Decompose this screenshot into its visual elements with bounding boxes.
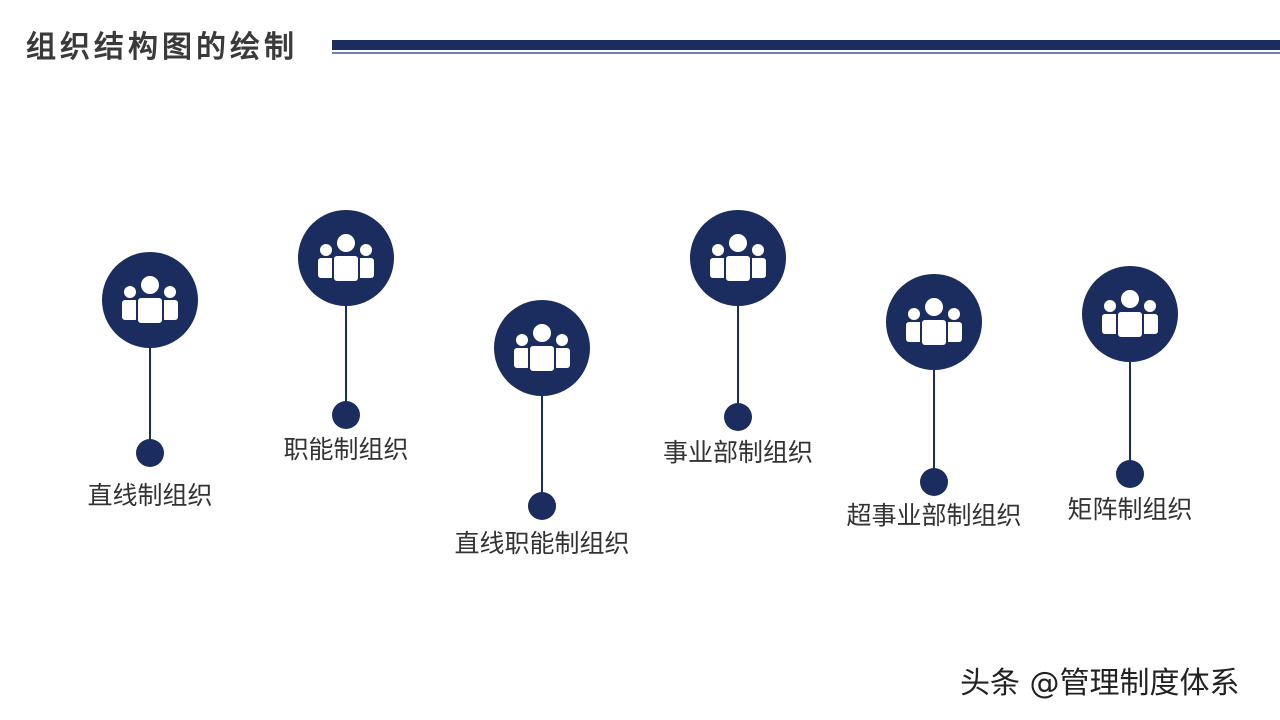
watermark: 头条 @管理制度体系	[960, 666, 1240, 701]
node-label: 超事业部制组织	[846, 501, 1022, 530]
connector-dot	[724, 403, 752, 431]
connector-line	[149, 348, 151, 453]
people-group-icon	[1082, 266, 1178, 362]
title-rule	[332, 40, 1280, 50]
connector-line	[933, 370, 935, 482]
connector-dot	[920, 468, 948, 496]
node-label: 事业部制组织	[662, 438, 813, 467]
node-label: 直线制组织	[87, 481, 213, 510]
connector-line	[737, 306, 739, 417]
people-group-glyph	[710, 232, 766, 283]
page-title: 组织结构图的绘制	[26, 30, 298, 65]
people-group-icon	[886, 274, 982, 370]
people-group-icon	[102, 252, 198, 348]
people-group-glyph	[318, 232, 374, 283]
title-rule-thin	[332, 52, 1280, 54]
people-group-glyph	[514, 322, 570, 373]
node-label: 直线职能制组织	[454, 529, 630, 558]
connector-dot	[332, 401, 360, 429]
people-group-glyph	[122, 274, 178, 325]
people-group-icon	[298, 210, 394, 306]
node-label: 职能制组织	[283, 435, 409, 464]
connector-line	[345, 306, 347, 415]
connector-dot	[528, 492, 556, 520]
people-group-icon	[690, 210, 786, 306]
people-group-icon	[494, 300, 590, 396]
people-group-glyph	[906, 296, 962, 347]
people-group-glyph	[1102, 288, 1158, 339]
connector-dot	[1116, 460, 1144, 488]
connector-line	[541, 396, 543, 506]
node-label: 矩阵制组织	[1067, 495, 1193, 524]
connector-dot	[136, 439, 164, 467]
connector-line	[1129, 362, 1131, 474]
